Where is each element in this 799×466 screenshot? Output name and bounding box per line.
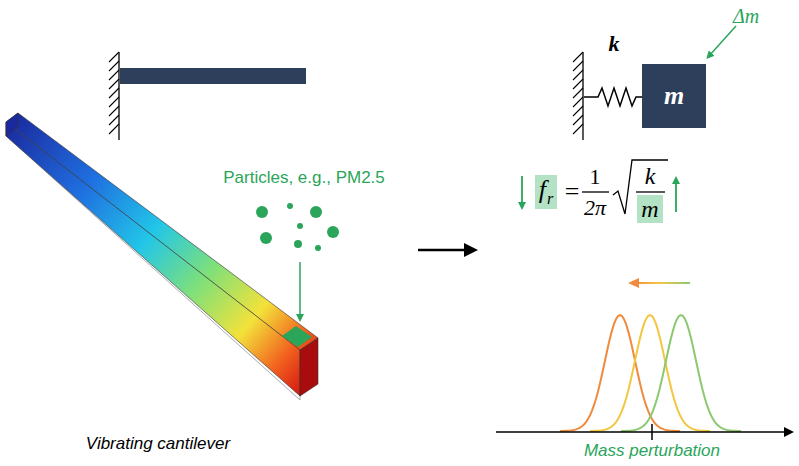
equals-sign: = (565, 178, 580, 207)
particles (256, 203, 339, 251)
cantilever-beam (120, 68, 306, 84)
frequency-axis (496, 431, 786, 432)
mass-arrow (709, 26, 736, 56)
big-arrow (418, 249, 470, 252)
mass-block: m (642, 64, 706, 128)
big-arrow-head (464, 243, 478, 257)
resonance-peaks (560, 315, 741, 431)
hatch (109, 52, 119, 134)
spring-symbol (584, 88, 642, 106)
shift-arrow-head (628, 278, 639, 288)
wall (582, 52, 583, 140)
axis-label: Mass perturbation (584, 442, 720, 461)
wall-hatch (118, 52, 119, 140)
fraction-bar (636, 191, 665, 192)
symbol: m (641, 196, 658, 222)
particle-patch (282, 326, 312, 347)
resonance-peak (621, 315, 741, 431)
increase-arrow (675, 180, 677, 212)
particles-label: Particles, e.g., PM2.5 (223, 169, 385, 188)
axis-tick (651, 424, 653, 440)
resonance-peak (590, 315, 710, 431)
subscript: r (547, 190, 553, 207)
fraction-bar (582, 191, 609, 192)
frequency-highlight: fr (535, 175, 557, 208)
spring-constant: k (609, 32, 620, 56)
hatch (573, 52, 583, 134)
symbol: f (539, 175, 546, 204)
caption: Vibrating cantilever (86, 435, 230, 454)
symbol: m (664, 81, 684, 110)
numerator: 1 (590, 165, 601, 189)
axis-head (784, 427, 794, 437)
stiffness-symbol: k (645, 163, 656, 189)
decrease-arrow (521, 176, 523, 206)
shift-arrow (638, 282, 690, 284)
mass-highlight: m (637, 195, 662, 223)
denominator: 2π (584, 196, 606, 220)
added-mass: Δm (733, 5, 759, 27)
cantilever-3d (6, 113, 318, 400)
deposit-arrow (299, 262, 301, 318)
